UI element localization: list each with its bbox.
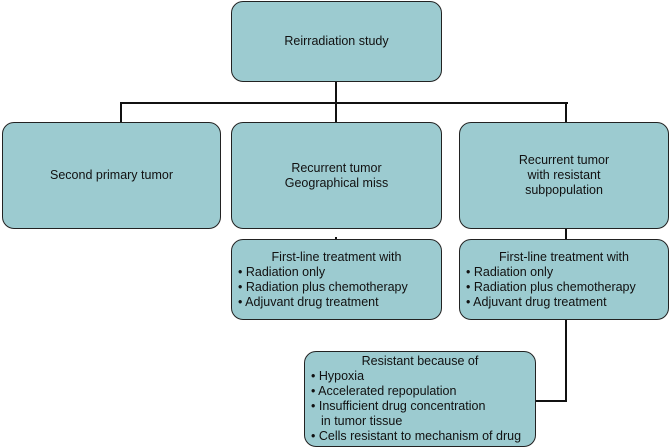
branch-box-geographical-miss: Recurrent tumor Geographical miss [231, 122, 442, 229]
list-item: Accelerated repopulation [311, 384, 529, 399]
list-item: Radiation only [466, 265, 662, 280]
branch-label: Second primary tumor [50, 168, 173, 182]
resistant-box: Resistant because of Hypoxia Accelerated… [304, 351, 536, 447]
list-item: Adjuvant drug treatment [466, 295, 662, 310]
root-label: Reirradiation study [284, 34, 389, 48]
list-item: Radiation plus chemotherapy [466, 280, 662, 295]
resistant-heading: Resistant because of [361, 354, 479, 368]
list-item: Radiation only [238, 265, 435, 280]
list-item: Insufficient drug concentration in tumor… [311, 399, 529, 429]
root-box: Reirradiation study [231, 1, 442, 82]
list-item: Cells resistant to mechanism of drug [311, 429, 529, 444]
branch-box-second-primary: Second primary tumor [2, 122, 221, 229]
first-line-heading: First-line treatment with [271, 249, 402, 264]
branch-box-resistant-subpopulation: Recurrent tumor with resistant subpopula… [459, 122, 669, 229]
first-line-right-box: First-line treatment with Radiation only… [459, 239, 669, 320]
list-item: Hypoxia [311, 369, 529, 384]
first-line-heading: First-line treatment with [499, 249, 629, 264]
list-item: Adjuvant drug treatment [238, 295, 435, 310]
branch-label: Recurrent tumor Geographical miss [284, 160, 389, 190]
list-item: Radiation plus chemotherapy [238, 280, 435, 295]
connector-resistant [535, 320, 567, 402]
first-line-left-box: First-line treatment with Radiation only… [231, 239, 442, 320]
branch-label: Recurrent tumor with resistant subpopula… [518, 153, 610, 197]
